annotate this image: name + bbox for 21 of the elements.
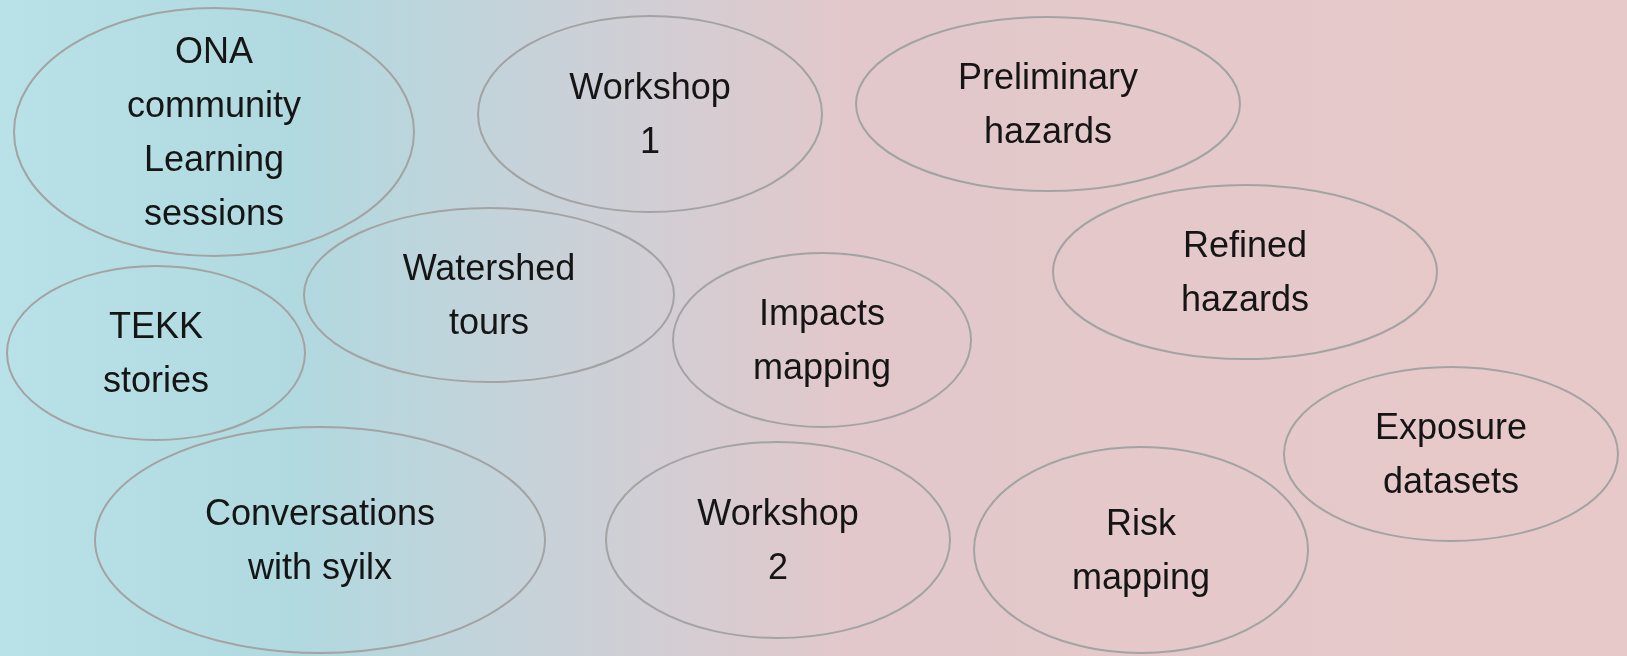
node-label: Preliminary hazards [956, 55, 1139, 153]
oval-node [6, 265, 306, 441]
oval-node [94, 426, 546, 654]
node-label: Impacts mapping [751, 291, 893, 389]
oval-node [1052, 184, 1438, 360]
node-label: Workshop 1 [568, 65, 732, 163]
node-label: TEKK stories [102, 304, 210, 402]
oval-node [303, 207, 675, 383]
node-label: Workshop 2 [696, 491, 860, 589]
node-label: Risk mapping [1070, 501, 1212, 599]
oval-node [605, 441, 951, 639]
node-label: Conversations with syilx [203, 491, 437, 589]
node-label: ONA community Learning sessions [125, 29, 302, 235]
node-label: Exposure datasets [1373, 405, 1529, 503]
oval-node [477, 15, 823, 213]
node-label: Refined hazards [1179, 223, 1311, 321]
oval-node [672, 252, 972, 428]
node-label: Watershed tours [401, 246, 577, 344]
oval-node [1283, 366, 1619, 542]
oval-node [855, 16, 1241, 192]
oval-node [973, 446, 1309, 654]
